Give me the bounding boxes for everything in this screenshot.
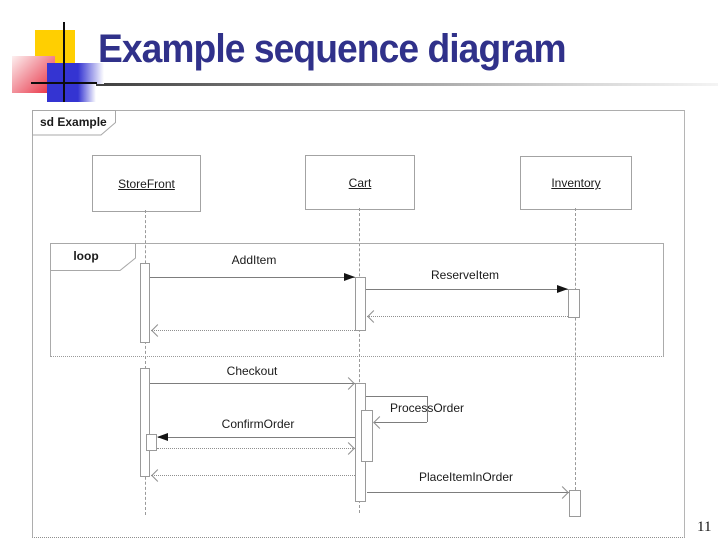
decor-cross-vertical-line	[63, 22, 65, 102]
activation-inventory-2	[569, 490, 581, 517]
message-line-additem	[150, 277, 355, 278]
activation-cart-nested	[361, 410, 373, 462]
message-line-placeiteminorder	[367, 492, 569, 493]
page-number: 11	[697, 519, 712, 535]
lifeline-name: Cart	[348, 175, 372, 190]
arrowhead-filled-left	[157, 433, 168, 441]
loop-label: loop	[73, 249, 99, 263]
lifeline-cart	[359, 208, 360, 513]
lifeline-head-cart: Cart	[305, 155, 415, 210]
message-label-placeiteminorder: PlaceItemInOrder	[418, 470, 514, 484]
lifeline-name: Inventory	[551, 176, 601, 190]
frame-label-pentagon	[32, 110, 116, 136]
lifeline-head-inventory: Inventory	[520, 156, 632, 210]
decor-cross-horizontal-line	[31, 82, 97, 84]
activation-inventory-1	[568, 289, 580, 318]
self-message-vertical-line	[427, 396, 428, 422]
return-line-reserveitem	[367, 316, 568, 317]
decor-blue-fade	[78, 63, 104, 84]
title-underline-rule	[88, 83, 718, 86]
self-message-out-line	[366, 396, 427, 397]
loop-fragment	[50, 243, 664, 357]
activation-cart-1	[355, 277, 366, 331]
lifeline-head-storefront: StoreFront	[92, 155, 201, 212]
slide-title: Example sequence diagram	[98, 27, 567, 71]
arrowhead-filled-right	[344, 273, 355, 281]
return-line-checkout	[151, 475, 355, 476]
message-label-additem: AddItem	[231, 253, 277, 267]
activation-storefront-2	[140, 368, 150, 477]
arrowhead-filled-right	[557, 285, 568, 293]
lifeline-inventory	[575, 208, 576, 490]
message-label-checkout: Checkout	[226, 364, 278, 378]
message-label-confirmorder: ConfirmOrder	[221, 417, 295, 431]
message-label-reserveitem: ReserveItem	[430, 268, 500, 282]
frame-label: sd Example	[40, 115, 107, 129]
sequence-diagram-frame	[32, 110, 685, 538]
activation-storefront-nested	[146, 434, 157, 451]
self-message-back-line	[374, 422, 427, 423]
activation-storefront-1	[140, 263, 150, 343]
lifeline-storefront	[145, 210, 146, 515]
loop-label-pentagon	[50, 243, 136, 271]
return-line-confirmorder	[157, 448, 355, 449]
lifeline-name: StoreFront	[118, 176, 175, 191]
decor-blue-fade	[78, 84, 96, 102]
message-line-reserveitem	[366, 289, 568, 290]
return-line-additem	[151, 330, 355, 331]
message-line-confirmorder	[158, 437, 355, 438]
message-line-checkout	[150, 383, 355, 384]
